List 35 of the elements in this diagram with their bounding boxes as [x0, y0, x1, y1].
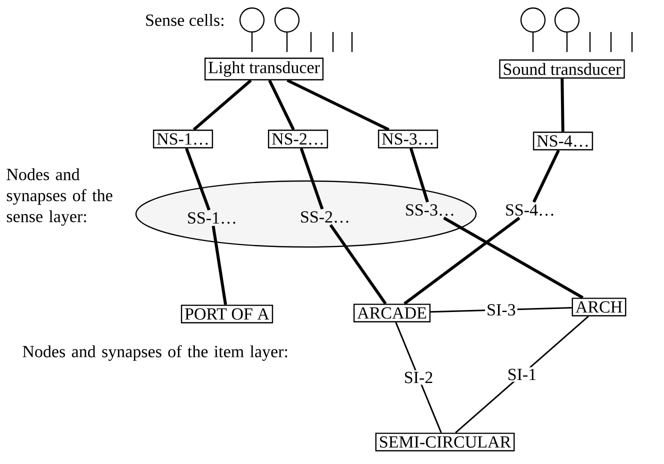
layer-label: Nodes and synapses of the item layer: — [22, 345, 288, 361]
connector-line — [409, 148, 429, 202]
layer-label: Nodes and synapses of the sense layer: — [6, 168, 112, 226]
node-box: NS-2… — [268, 130, 328, 148]
connector-line — [404, 216, 520, 305]
node-box: ARCH — [572, 298, 626, 316]
connector-line — [192, 79, 252, 131]
node-box: NS-4… — [532, 132, 594, 150]
connector-line — [300, 148, 324, 210]
node-box: PORT OF A — [180, 304, 274, 324]
connector-line — [185, 148, 210, 211]
node-box: Light transducer — [204, 58, 324, 80]
synapse-label: SS-3… — [406, 204, 454, 216]
connector-line — [212, 226, 228, 305]
synapse-label: SS-1… — [188, 212, 236, 224]
connector-line — [532, 150, 560, 203]
layer-ellipse — [135, 180, 477, 248]
node-box: NS-1… — [152, 130, 214, 148]
node-box: Sound transducer — [499, 59, 625, 79]
synapse-label: SS-4… — [506, 204, 554, 216]
node-box: NS-3… — [378, 130, 438, 148]
node-box: SEMI-CIRCULAR — [375, 432, 515, 452]
connector-line — [443, 216, 584, 299]
connector-line — [560, 78, 564, 132]
connector-line — [268, 80, 295, 130]
edge-label: SI-2 — [402, 370, 435, 385]
edge-label: SI-3 — [485, 302, 518, 318]
connector-line — [329, 224, 387, 305]
edge-label: SI-1 — [506, 367, 538, 382]
node-box: ARCADE — [353, 304, 431, 322]
connector-line — [455, 316, 589, 434]
layer-label: Sense cells: — [146, 14, 224, 26]
synapse-label: SS-2… — [301, 211, 348, 223]
connector-line — [395, 322, 442, 433]
connector-line — [286, 78, 390, 131]
